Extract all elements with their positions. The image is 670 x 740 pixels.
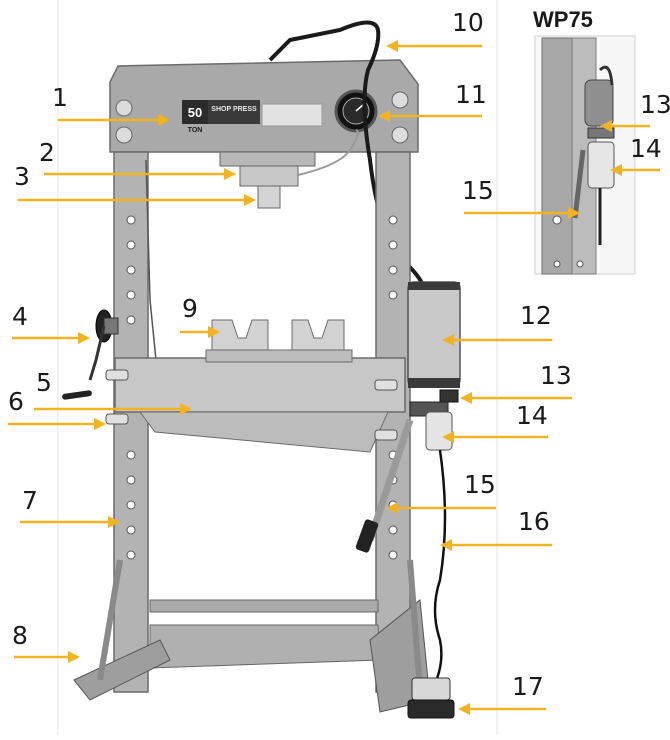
air-line <box>430 449 447 691</box>
pump-cylinder <box>407 281 461 387</box>
release-valve <box>439 389 459 403</box>
arrow-15-inset <box>464 207 580 219</box>
callout-2: 2 <box>39 138 55 167</box>
callout-9: 9 <box>182 294 198 323</box>
arrow-15 <box>386 502 496 514</box>
arrow-8 <box>14 651 80 663</box>
arrow-10 <box>386 40 482 52</box>
callout-arrows <box>8 40 660 715</box>
callout-5: 5 <box>36 368 52 397</box>
arrow-16 <box>440 539 552 551</box>
arrow-6 <box>34 403 192 415</box>
arrow-13-inset <box>600 120 650 132</box>
lower-crossbar <box>149 599 379 613</box>
callout-14: 14 <box>516 401 548 430</box>
arrow-17 <box>458 703 546 715</box>
callout-7: 7 <box>22 486 38 515</box>
bed-pins <box>105 369 398 441</box>
crown-bolts <box>115 91 409 144</box>
right-leg-brace <box>407 559 423 691</box>
brand-plate <box>208 100 260 124</box>
ram-piston <box>257 185 281 209</box>
v-blocks <box>205 319 353 363</box>
pump-handle <box>366 418 414 542</box>
callout-3: 3 <box>14 162 30 191</box>
arrow-4 <box>12 332 90 344</box>
cylinder-mount <box>219 151 316 167</box>
lower-brace <box>149 624 381 669</box>
arrow-14-inset <box>610 164 660 176</box>
capacity-unit: TON <box>188 127 203 134</box>
air-pump-body <box>425 411 453 451</box>
winch <box>62 309 119 400</box>
callout-15-inset: 15 <box>462 176 494 205</box>
winch-cable <box>145 159 157 361</box>
callout-13-inset: 13 <box>640 90 670 119</box>
arrow-11 <box>378 110 482 122</box>
callout-8: 8 <box>12 621 28 650</box>
callout-15: 15 <box>464 470 496 499</box>
callout-12: 12 <box>520 301 552 330</box>
callout-4: 4 <box>12 302 28 331</box>
arrow-3 <box>18 194 256 206</box>
warning-label <box>261 103 323 127</box>
callout-17: 17 <box>512 672 544 701</box>
callout-14-inset: 14 <box>630 134 662 163</box>
callout-13: 13 <box>540 361 572 390</box>
press-bed <box>114 357 406 413</box>
pressure-line <box>297 129 359 176</box>
inset-title: WP75 <box>533 7 593 32</box>
callout-1: 1 <box>52 83 68 112</box>
cylinder-body <box>239 165 299 187</box>
arrow-13 <box>460 392 572 404</box>
arrow-2 <box>44 168 236 180</box>
callout-11: 11 <box>455 80 487 109</box>
capacity-plate-badge <box>182 100 208 124</box>
bed-plate <box>139 411 389 453</box>
arrow-12 <box>442 334 552 346</box>
capacity-number: 50 <box>188 105 202 120</box>
arrow-14 <box>442 431 548 443</box>
left-foot <box>73 639 171 701</box>
left-leg-brace <box>97 559 123 681</box>
arrow-1 <box>58 114 170 126</box>
arrow-9 <box>180 326 220 338</box>
callout-16: 16 <box>518 507 550 536</box>
foot-pedal <box>407 677 455 719</box>
callout-10: 10 <box>452 8 484 37</box>
brand-text: SHOP PRESS <box>211 106 257 113</box>
callout-6: 6 <box>8 387 24 416</box>
arrow-7 <box>20 516 120 528</box>
inset-photo <box>541 37 615 275</box>
arrow-5 <box>8 418 106 430</box>
